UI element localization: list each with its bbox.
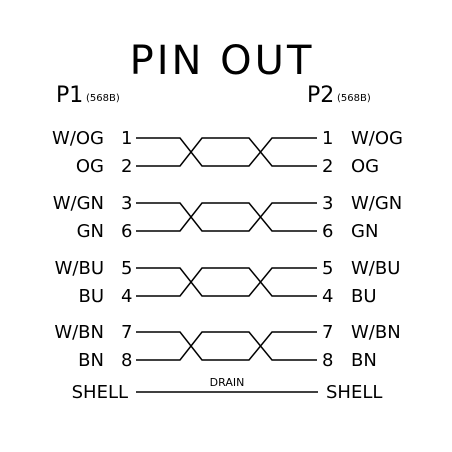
left-wire-color-label: GN <box>77 221 104 242</box>
right-connector-standard: (568B) <box>337 93 371 104</box>
wire-b <box>136 202 317 232</box>
right-pin-number: 4 <box>322 286 333 307</box>
left-wire-color-label: W/BN <box>54 322 104 343</box>
right-pin-number: 1 <box>322 128 333 149</box>
left-pin-number: 4 <box>121 286 132 307</box>
left-shell-label: SHELL <box>72 382 128 403</box>
right-connector-label: P2 (568B) <box>307 83 371 108</box>
left-pin-number: 5 <box>121 258 132 279</box>
right-pin-number: 5 <box>322 258 333 279</box>
wire-a <box>136 202 317 232</box>
left-wire-color-label: W/BU <box>55 258 104 279</box>
left-wire-color-label: BU <box>78 286 104 307</box>
diagram-title: PIN OUT <box>130 38 315 84</box>
left-wire-color-label: W/GN <box>53 193 104 214</box>
right-wire-color-label: W/BN <box>351 322 401 343</box>
wire-a <box>136 331 317 361</box>
left-wire-color-label: OG <box>76 156 104 177</box>
wire-b <box>136 267 317 297</box>
left-pin-number: 2 <box>121 156 132 177</box>
wire-pair: W/BN 7BN 8 7 W/BN 8 BN <box>54 322 400 371</box>
wire-pair: W/OG 1OG 2 1 W/OG 2 OG <box>52 128 403 177</box>
right-wire-color-label: OG <box>351 156 379 177</box>
left-connector-name: P1 <box>56 83 83 108</box>
wire-b <box>136 331 317 361</box>
right-connector-name: P2 <box>307 83 334 108</box>
right-pin-number: 7 <box>322 322 333 343</box>
left-connector-standard: (568B) <box>86 93 120 104</box>
right-wire-color-label: W/OG <box>351 128 403 149</box>
left-pin-number: 3 <box>121 193 132 214</box>
wire-b <box>136 137 317 167</box>
right-wire-color-label: W/GN <box>351 193 402 214</box>
right-wire-color-label: W/BU <box>351 258 400 279</box>
right-wire-color-label: GN <box>351 221 378 242</box>
wire-pair: W/GN 3GN 6 3 W/GN 6 GN <box>53 193 403 242</box>
right-wire-color-label: BU <box>351 286 377 307</box>
left-connector-label: P1 (568B) <box>56 83 120 108</box>
left-pin-number: 6 <box>121 221 132 242</box>
wire-a <box>136 137 317 167</box>
wire-pair: W/BU 5BU 4 5 W/BU 4 BU <box>55 258 401 307</box>
right-pin-number: 2 <box>322 156 333 177</box>
drain-label: DRAIN <box>210 376 245 389</box>
left-wire-color-label: W/OG <box>52 128 104 149</box>
right-wire-color-label: BN <box>351 350 377 371</box>
right-pin-number: 6 <box>322 221 333 242</box>
wire-a <box>136 267 317 297</box>
left-wire-color-label: BN <box>78 350 104 371</box>
shell-row: SHELL DRAIN SHELL <box>72 376 383 403</box>
left-pin-number: 7 <box>121 322 132 343</box>
right-pin-number: 3 <box>322 193 333 214</box>
right-shell-label: SHELL <box>326 382 382 403</box>
wire-pairs: W/OG 1OG 2 1 W/OG 2 OG W/GN 3GN 6 3 W/GN 6 GN W/BU 5BU 4… <box>52 128 403 371</box>
left-pin-number: 8 <box>121 350 132 371</box>
right-pin-number: 8 <box>322 350 333 371</box>
left-pin-number: 1 <box>121 128 132 149</box>
